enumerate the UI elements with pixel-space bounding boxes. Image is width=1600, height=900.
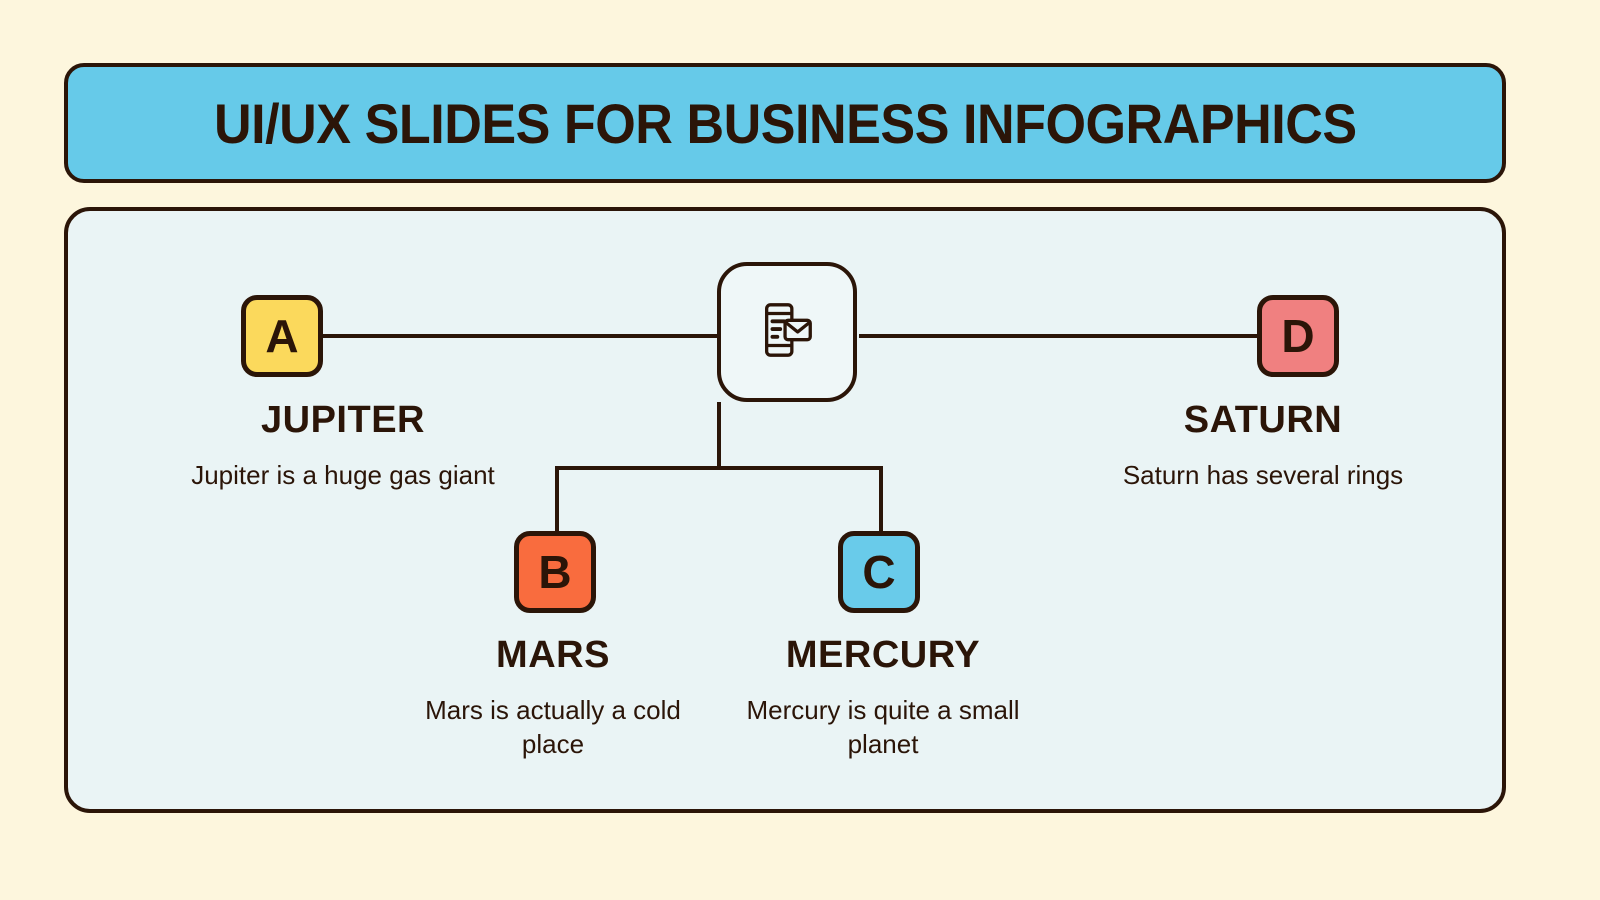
connector-branch-bar <box>555 466 883 470</box>
node-description: Mercury is quite a small planet <box>746 694 1020 759</box>
node-letter: C <box>862 546 896 598</box>
node-marker-a[interactable]: A <box>241 295 323 377</box>
connector-to-b <box>555 466 559 539</box>
node-text-jupiter: JUPITER Jupiter is a huge gas giant <box>148 399 538 493</box>
node-text-mars: MARS Mars is actually a cold place <box>398 634 708 761</box>
node-marker-d[interactable]: D <box>1257 295 1339 377</box>
node-title: SATURN <box>1183 399 1343 441</box>
node-marker-b[interactable]: B <box>514 531 596 613</box>
connector-to-c <box>879 466 883 539</box>
page-title: UI/UX SLIDES FOR BUSINESS INFOGRAPHICS <box>213 91 1357 155</box>
node-title: JUPITER <box>261 399 425 441</box>
mobile-email-icon <box>756 299 818 366</box>
connector-center-to-d <box>859 334 1260 338</box>
node-marker-c[interactable]: C <box>838 531 920 613</box>
connector-center-down <box>717 402 721 470</box>
node-title: MARS <box>496 634 610 676</box>
diagram-card: A B C D JUPITER Jupiter is a huge gas gi… <box>64 207 1506 813</box>
node-description: Saturn has several rings <box>1122 459 1404 490</box>
center-icon-box[interactable] <box>717 262 857 402</box>
node-letter: B <box>538 546 572 598</box>
node-description: Jupiter is a huge gas giant <box>191 459 495 490</box>
title-banner: UI/UX SLIDES FOR BUSINESS INFOGRAPHICS <box>64 63 1506 183</box>
node-text-mercury: MERCURY Mercury is quite a small planet <box>723 634 1043 761</box>
node-text-saturn: SATURN Saturn has several rings <box>1068 399 1458 493</box>
node-letter: D <box>1281 310 1315 362</box>
node-letter: A <box>265 310 299 362</box>
connector-a-to-center <box>321 334 719 338</box>
node-title: MERCURY <box>785 634 981 676</box>
node-description: Mars is actually a cold place <box>425 694 681 759</box>
